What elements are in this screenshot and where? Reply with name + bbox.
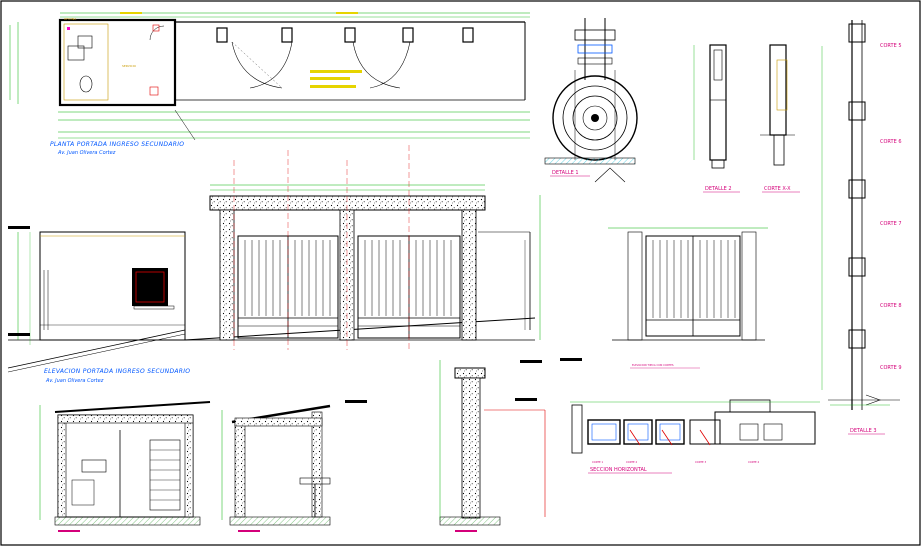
detalle-2-label: DETALLE 2 [705,186,732,192]
window-elevation [132,268,168,306]
svg-text:OFICINA: OFICINA [64,17,77,21]
detalle-2: DETALLE 2 [693,44,740,193]
corte-9-label: CORTE 9 [880,365,902,371]
section-b [221,404,331,532]
corte-4-label: CORTE 4 [748,460,760,464]
corte-5-label: CORTE 5 [880,43,902,49]
horizontal-section: CORTE 1 CORTE 2 CORTE 3 CORTE 4 SECCION … [570,399,820,474]
corte-1-label: CORTE 1 [592,460,604,464]
corte-xx-label: CORTE X-X [764,186,791,192]
elevation-title: ELEVACION PORTADA INGRESO SECUNDARIO [44,368,190,375]
detalle-1-label: DETALLE 1 [552,170,579,176]
detalle-1: DETALLE 1 [544,18,638,183]
elevation-address: Av. Juan Olivera Cortez [45,378,104,384]
level-mark [560,358,582,361]
portal-column-right [461,209,477,341]
elevation-view: ELEVACION PORTADA INGRESO SECUNDARIO Av.… [7,145,542,384]
typical-gate-caption: ELEVACION TIPICA CON CORTES [632,363,674,367]
corte-8-label: CORTE 8 [880,303,902,309]
corte-3-label: CORTE 3 [695,460,707,464]
guard-house-elevation [39,231,186,341]
column-section [439,360,546,532]
section-a [39,401,211,532]
typical-gate-elevation: ELEVACION TIPICA CON CORTES [608,227,768,369]
detalle-3: CORTE 5 CORTE 6 CORTE 7 CORTE 8 CORTE 9 … [821,20,902,435]
level-mark [515,398,537,401]
svg-text:SERVICIO: SERVICIO [122,64,137,68]
gate-right [357,235,461,339]
corte-xx: CORTE X-X [760,44,800,193]
corte-2-label: CORTE 2 [626,460,638,464]
plan-title: PLANTA PORTADA INGRESO SECUNDARIO [50,141,184,148]
portal-column-left [219,209,235,341]
plan-address: Av. Juan Olivera Cortez [57,150,116,156]
corte-6-label: CORTE 6 [880,139,902,145]
corte-7-label: CORTE 7 [880,221,902,227]
portal-beam [209,195,486,211]
plan-view: SERVICIO OFICINA PLANT [9,12,530,156]
detalle-3-label: DETALLE 3 [850,428,877,434]
guard-room-plan [58,18,177,107]
portal-column-mid [339,209,355,341]
horizontal-section-title: SECCION HORIZONTAL [590,467,647,473]
level-mark [345,400,367,403]
